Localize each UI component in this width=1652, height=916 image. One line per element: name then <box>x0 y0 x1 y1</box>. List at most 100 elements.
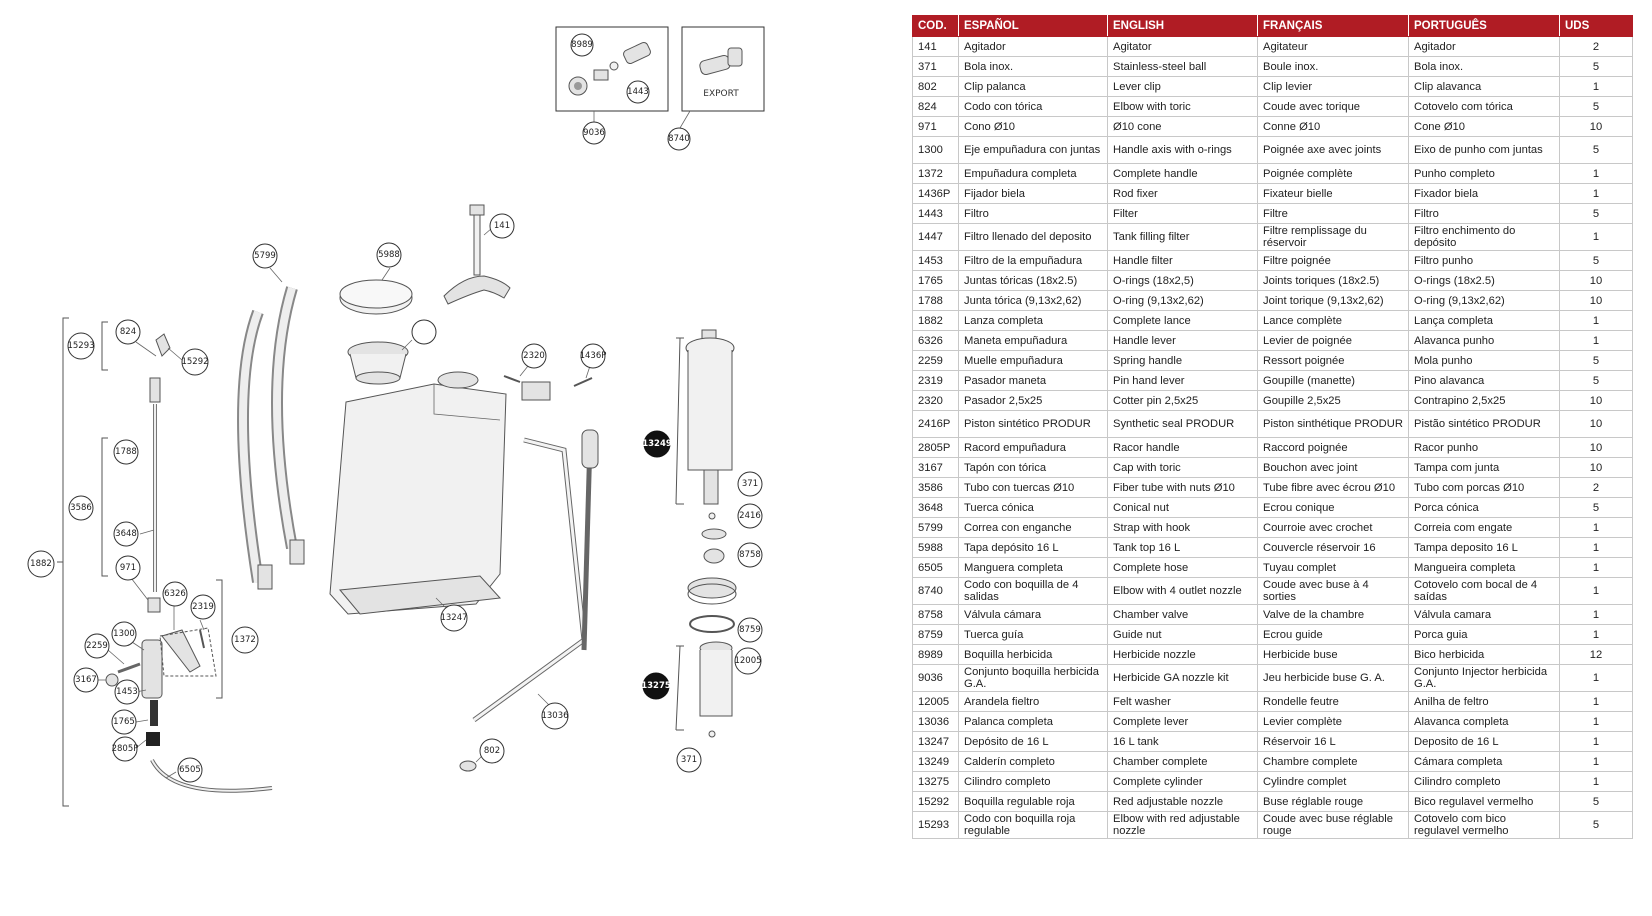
cell-french: Courroie avec crochet <box>1257 517 1409 538</box>
callout-371-top: 371 <box>737 471 763 497</box>
cell-english: Complete hose <box>1107 557 1258 578</box>
cell-french: Chambre complete <box>1257 751 1409 772</box>
cell-english: Filter <box>1107 203 1258 224</box>
cell-french: Coude avec buse à 4 sorties <box>1257 577 1409 605</box>
cell-spanish: Codo con boquilla de 4 salidas <box>958 577 1108 605</box>
cell-portuguese: Contrapino 2,5x25 <box>1408 390 1560 411</box>
callout-13036: 13036 <box>541 702 569 730</box>
cell-spanish: Depósito de 16 L <box>958 731 1108 752</box>
cell-spanish: Lanza completa <box>958 310 1108 331</box>
cell-code: 371 <box>912 56 959 77</box>
cell-french: Couvercle réservoir 16 <box>1257 537 1409 558</box>
callout-2805p: 2805P <box>112 736 138 762</box>
cell-french: Rondelle feutre <box>1257 691 1409 712</box>
cell-portuguese: Cotovelo com bocal de 4 saídas <box>1408 577 1560 605</box>
cell-units: 1 <box>1559 223 1633 251</box>
callout-2320: 2320 <box>521 343 547 369</box>
cell-english: Cap with toric <box>1107 457 1258 478</box>
cell-units: 1 <box>1559 604 1633 625</box>
cell-spanish: Cono Ø10 <box>958 116 1108 137</box>
cell-english: Complete handle <box>1107 163 1258 184</box>
cell-code: 1765 <box>912 270 959 291</box>
cell-portuguese: Correia com engate <box>1408 517 1560 538</box>
callout-1436p: 1436P <box>580 343 606 369</box>
cell-spanish: Pasador maneta <box>958 370 1108 391</box>
callout-8758: 8758 <box>737 542 763 568</box>
svg-text:1765: 1765 <box>113 717 135 727</box>
callout-3648: 3648 <box>113 521 139 547</box>
cell-english: Complete lever <box>1107 711 1258 732</box>
svg-text:3586: 3586 <box>70 503 92 513</box>
cell-code: 1372 <box>912 163 959 184</box>
svg-text:1300: 1300 <box>113 629 135 639</box>
cell-units: 1 <box>1559 624 1633 645</box>
svg-text:13275: 13275 <box>641 681 671 691</box>
cell-code: 13247 <box>912 731 959 752</box>
cell-units: 1 <box>1559 771 1633 792</box>
cell-english: Complete cylinder <box>1107 771 1258 792</box>
cell-units: 1 <box>1559 691 1633 712</box>
cell-english: Rod fixer <box>1107 183 1258 204</box>
tank-lid-part <box>339 279 413 315</box>
cell-units: 1 <box>1559 330 1633 351</box>
cell-spanish: Clip palanca <box>958 76 1108 97</box>
pump-cylinder-part <box>699 641 733 717</box>
cell-spanish: Filtro de la empuñadura <box>958 250 1108 271</box>
cell-english: Elbow with red adjustable nozzle <box>1107 811 1258 839</box>
cell-english: Elbow with 4 outlet nozzle <box>1107 577 1258 605</box>
cell-code: 8989 <box>912 644 959 665</box>
cell-spanish: Válvula cámara <box>958 604 1108 625</box>
cell-code: 1300 <box>912 136 959 164</box>
handle-lever-part <box>159 627 217 677</box>
cell-french: Joints toriques (18x2.5) <box>1257 270 1409 291</box>
parts-list-table: COD. ESPAÑOL ENGLISH FRANÇAIS PORTUGUÊS … <box>912 15 1633 839</box>
cell-code: 8759 <box>912 624 959 645</box>
cell-french: Joint torique (9,13x2,62) <box>1257 290 1409 311</box>
cell-spanish: Manguera completa <box>958 557 1108 578</box>
cell-portuguese: Cámara completa <box>1408 751 1560 772</box>
cell-units: 1 <box>1559 731 1633 752</box>
callout-8989: 8989 <box>570 33 594 57</box>
lance-part <box>141 333 273 793</box>
header-francais: FRANÇAIS <box>1257 15 1409 37</box>
cell-spanish: Palanca completa <box>958 711 1108 732</box>
cell-code: 1436P <box>912 183 959 204</box>
cell-spanish: Conjunto boquilla herbicida G.A. <box>958 664 1108 692</box>
cell-english: Agitator <box>1107 36 1258 57</box>
callout-2416: 2416 <box>737 503 763 529</box>
guide-nut-part <box>687 577 737 605</box>
cell-french: Levier de poignée <box>1257 330 1409 351</box>
cell-units: 1 <box>1559 664 1633 692</box>
cell-spanish: Codo con tórica <box>958 96 1108 117</box>
svg-text:971: 971 <box>120 563 136 573</box>
cell-units: 5 <box>1559 56 1633 77</box>
callout-13275: 13275 <box>641 672 671 700</box>
cell-units: 5 <box>1559 791 1633 812</box>
cell-english: Elbow with toric <box>1107 96 1258 117</box>
cell-portuguese: Mangueira completa <box>1408 557 1560 578</box>
cell-english: Tank top 16 L <box>1107 537 1258 558</box>
cell-portuguese: Alavanca completa <box>1408 711 1560 732</box>
svg-text:1788: 1788 <box>115 447 137 457</box>
cell-code: 802 <box>912 76 959 97</box>
cell-spanish: Muelle empuñadura <box>958 350 1108 371</box>
cell-portuguese: Tampa com junta <box>1408 457 1560 478</box>
four-outlet-nozzle-part: EXPORT <box>699 47 743 99</box>
svg-text:2416: 2416 <box>739 511 761 521</box>
cell-english: Complete lance <box>1107 310 1258 331</box>
cell-spanish: Tuerca cónica <box>958 497 1108 518</box>
cell-french: Agitateur <box>1257 36 1409 57</box>
callout-1788: 1788 <box>113 439 139 465</box>
